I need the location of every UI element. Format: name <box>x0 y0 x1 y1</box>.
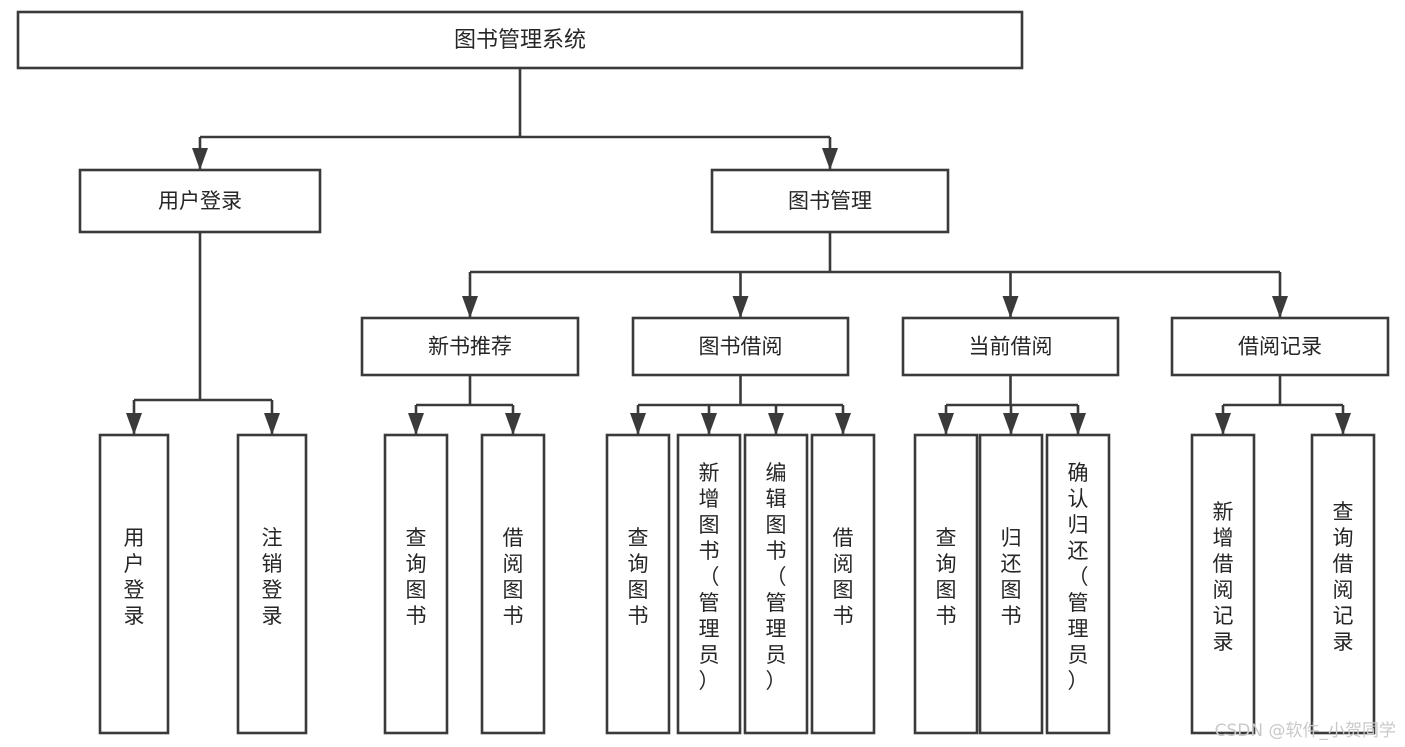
node-box-leaf-user-login <box>98 433 170 735</box>
node-label-leaf-query-book-borrow: 查询图书 <box>628 526 649 628</box>
node-leaf-add-book[interactable]: 新增图书（管理员） <box>676 433 742 735</box>
arrow-head-user-login <box>192 148 208 170</box>
node-current-borrow[interactable]: 当前借阅 <box>901 316 1120 377</box>
node-label-leaf-add-record: 新增借阅记录 <box>1213 500 1234 654</box>
node-label-leaf-borrow-book-rec: 借阅图书 <box>503 526 524 628</box>
arrow-head-leaf-user-logout <box>264 413 280 435</box>
node-leaf-query-book-cur[interactable]: 查询图书 <box>913 433 979 735</box>
node-box-leaf-edit-book <box>743 433 809 735</box>
node-box-leaf-add-record <box>1190 433 1256 735</box>
node-leaf-return-book[interactable]: 归还图书 <box>978 433 1044 735</box>
node-label-book-manage: 图书管理 <box>788 189 872 213</box>
node-box-user-login <box>78 168 322 234</box>
node-box-leaf-user-logout <box>236 433 308 735</box>
node-label-leaf-query-record: 查询借阅记录 <box>1333 500 1354 654</box>
arrow-head-new-book-recommend <box>462 296 478 318</box>
csdn-watermark: CSDN @软件_小贺同学 <box>1215 721 1396 741</box>
arrow-head-book-borrow <box>732 296 749 318</box>
arrow-head-leaf-query-book-cur <box>938 413 954 435</box>
arrow-head-leaf-query-book-borrow <box>630 413 646 435</box>
node-box-current-borrow <box>901 316 1120 377</box>
connector-layer <box>126 68 1351 435</box>
node-label-leaf-user-login: 用户登录 <box>124 526 145 628</box>
node-box-leaf-borrow-book-rec <box>480 433 546 735</box>
node-label-leaf-borrow-book: 借阅图书 <box>833 526 854 628</box>
node-leaf-confirm-return[interactable]: 确认归还（管理员） <box>1045 433 1111 735</box>
node-user-login[interactable]: 用户登录 <box>78 168 322 234</box>
node-label-new-book-recommend: 新书推荐 <box>428 335 512 359</box>
node-box-leaf-add-book <box>676 433 742 735</box>
node-label-leaf-return-book: 归还图书 <box>1001 526 1022 628</box>
node-label-leaf-add-book: 新增图书（管理员） <box>699 461 720 693</box>
node-layer: 图书管理系统用户登录图书管理新书推荐图书借阅当前借阅借阅记录用户登录注销登录查询… <box>16 10 1390 735</box>
node-book-borrow[interactable]: 图书借阅 <box>631 316 850 377</box>
node-label-root: 图书管理系统 <box>454 28 586 53</box>
node-label-leaf-confirm-return: 确认归还（管理员） <box>1068 461 1089 693</box>
node-new-book-recommend[interactable]: 新书推荐 <box>360 316 580 377</box>
node-box-leaf-borrow-book <box>810 433 876 735</box>
node-label-book-borrow: 图书借阅 <box>699 335 783 359</box>
node-leaf-borrow-book-rec[interactable]: 借阅图书 <box>480 433 546 735</box>
node-box-leaf-query-book-rec <box>383 433 449 735</box>
node-leaf-edit-book[interactable]: 编辑图书（管理员） <box>743 433 809 735</box>
node-box-leaf-query-book-cur <box>913 433 979 735</box>
node-label-leaf-query-book-cur: 查询图书 <box>936 526 957 628</box>
arrow-head-leaf-query-book-rec <box>408 413 424 435</box>
arrow-head-leaf-add-book <box>701 413 717 435</box>
node-leaf-query-record[interactable]: 查询借阅记录 <box>1310 433 1376 735</box>
node-leaf-query-book-borrow[interactable]: 查询图书 <box>605 433 671 735</box>
node-leaf-add-record[interactable]: 新增借阅记录 <box>1190 433 1256 735</box>
arrow-head-leaf-query-record <box>1335 413 1351 435</box>
node-leaf-borrow-book[interactable]: 借阅图书 <box>810 433 876 735</box>
node-box-leaf-return-book <box>978 433 1044 735</box>
arrow-head-leaf-borrow-book-rec <box>505 413 521 435</box>
node-label-leaf-query-book-rec: 查询图书 <box>406 526 427 628</box>
arrow-head-book-manage <box>822 148 838 170</box>
node-box-book-borrow <box>631 316 850 377</box>
node-box-book-manage <box>710 168 950 234</box>
node-box-leaf-confirm-return <box>1045 433 1111 735</box>
arrow-head-leaf-borrow-book <box>835 413 851 435</box>
node-label-leaf-user-logout: 注销登录 <box>262 526 283 628</box>
arrow-head-borrow-record <box>1272 296 1288 318</box>
node-box-root <box>16 10 1024 70</box>
node-box-leaf-query-book-borrow <box>605 433 671 735</box>
arrow-head-leaf-user-login <box>126 413 142 435</box>
node-label-user-login: 用户登录 <box>158 189 242 213</box>
node-box-new-book-recommend <box>360 316 580 377</box>
node-root[interactable]: 图书管理系统 <box>16 10 1024 70</box>
arrow-head-current-borrow <box>1002 296 1019 318</box>
node-borrow-record[interactable]: 借阅记录 <box>1170 316 1390 377</box>
node-label-leaf-edit-book: 编辑图书（管理员） <box>766 461 787 693</box>
node-label-borrow-record: 借阅记录 <box>1238 335 1322 359</box>
node-box-borrow-record <box>1170 316 1390 377</box>
node-leaf-query-book-rec[interactable]: 查询图书 <box>383 433 449 735</box>
arrow-head-leaf-confirm-return <box>1070 413 1086 435</box>
node-book-manage[interactable]: 图书管理 <box>710 168 950 234</box>
node-box-leaf-query-record <box>1310 433 1376 735</box>
node-label-current-borrow: 当前借阅 <box>969 335 1053 359</box>
arrow-head-leaf-add-record <box>1215 413 1231 435</box>
arrow-head-leaf-edit-book <box>768 413 784 435</box>
node-leaf-user-logout[interactable]: 注销登录 <box>236 433 308 735</box>
node-leaf-user-login[interactable]: 用户登录 <box>98 433 170 735</box>
arrow-head-leaf-return-book <box>1003 413 1019 435</box>
